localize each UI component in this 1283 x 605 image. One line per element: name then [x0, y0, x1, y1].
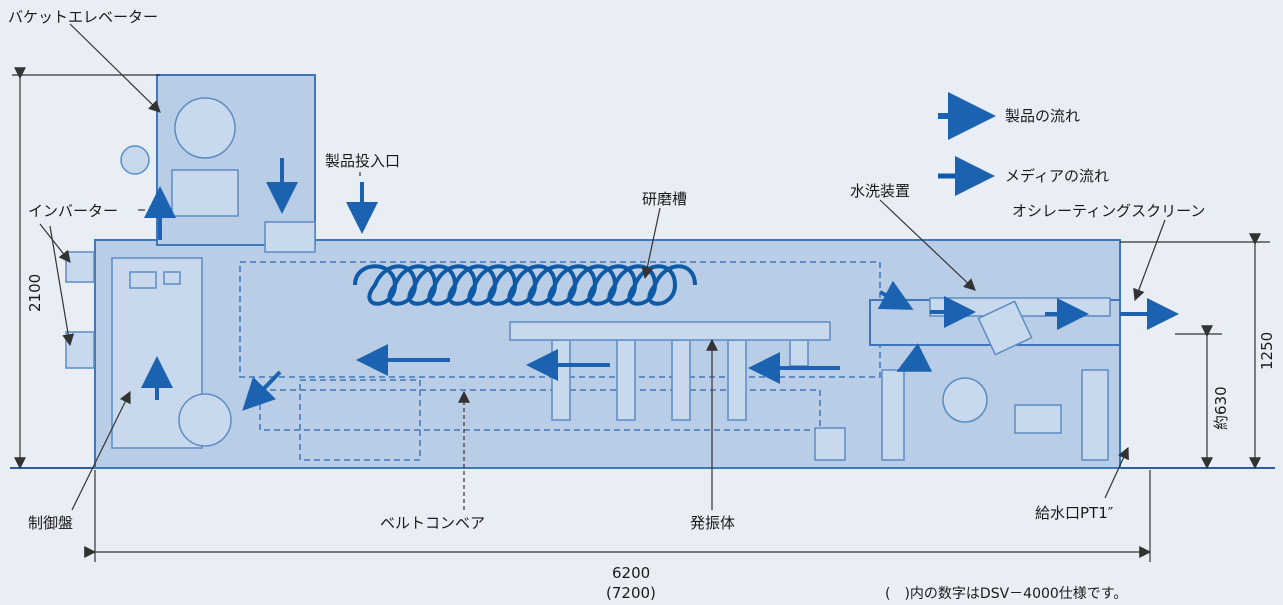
washing-nozzle-block — [977, 300, 1033, 356]
polishing-spiral — [353, 264, 697, 306]
machine-body — [94, 239, 1121, 469]
screen-leg — [1081, 369, 1109, 461]
footnote: ( )内の数字はDSV－4000仕様です。 — [885, 586, 1127, 602]
dim-label-height-screen: 約630 — [1212, 386, 1230, 430]
elevator-boot-wheel — [178, 393, 232, 447]
legend-media-flow: メディアの流れ — [1005, 167, 1109, 185]
label-bucket-elevator: バケットエレベーター — [8, 8, 158, 26]
label-control-panel: 制御盤 — [28, 514, 73, 532]
leader-oscillating-screen — [1133, 219, 1166, 302]
label-washing-device: 水洗装置 — [850, 182, 910, 200]
pump-box — [1014, 404, 1062, 434]
dim-label-height-total: 2100 — [26, 274, 44, 312]
label-water-inlet: 給水口PT1″ — [1035, 504, 1114, 522]
vibrator-leg — [551, 339, 571, 421]
label-belt-conveyor: ベルトコンベア — [380, 514, 485, 532]
leader-inverter-1 — [39, 223, 71, 263]
inverter-box-lower — [65, 331, 95, 369]
label-inverter: インバーター — [28, 202, 118, 220]
label-oscillating-screen: オシレーティングスクリーン — [1012, 202, 1205, 220]
bucket-elevator-tower — [156, 74, 316, 246]
legend-product-flow: 製品の流れ — [1005, 107, 1080, 125]
flow-arrow — [877, 280, 914, 310]
vibrator-leg — [671, 339, 691, 421]
vibrator-plate — [509, 321, 831, 341]
leader-polishing-tank — [641, 207, 661, 280]
label-polishing-tank: 研磨槽 — [642, 190, 687, 208]
inlet-hopper — [264, 221, 316, 253]
leader-water-inlet — [1104, 446, 1129, 499]
control-display — [129, 271, 157, 289]
vibrator-leg — [789, 339, 809, 367]
leader-bucket-elevator — [69, 23, 161, 113]
screen-motor — [942, 377, 988, 423]
conveyor-housing — [299, 379, 421, 461]
inverter-box-upper — [65, 251, 95, 283]
dim-label-width: 6200 — [612, 564, 650, 582]
dim-label-width-alt: (7200) — [606, 584, 656, 602]
leader-control-panel — [71, 390, 131, 511]
flow-arrow — [242, 370, 282, 411]
drain-box — [814, 427, 846, 461]
leader-inverter-2 — [49, 225, 75, 347]
leader-washing-device — [879, 199, 976, 291]
vibrator-leg — [616, 339, 636, 421]
elevator-head-wheel — [174, 97, 236, 159]
elevator-motor — [120, 145, 150, 175]
label-product-inlet: 製品投入口 — [325, 152, 400, 170]
control-button — [163, 271, 181, 285]
vibrator-leg — [727, 339, 747, 421]
flow-arrow — [896, 343, 933, 372]
screen-leg — [881, 369, 905, 461]
label-vibrator: 発振体 — [690, 514, 735, 532]
elevator-window — [171, 169, 239, 217]
flow-arrows — [141, 158, 1179, 411]
dim-label-height-tank: 1250 — [1258, 332, 1276, 370]
